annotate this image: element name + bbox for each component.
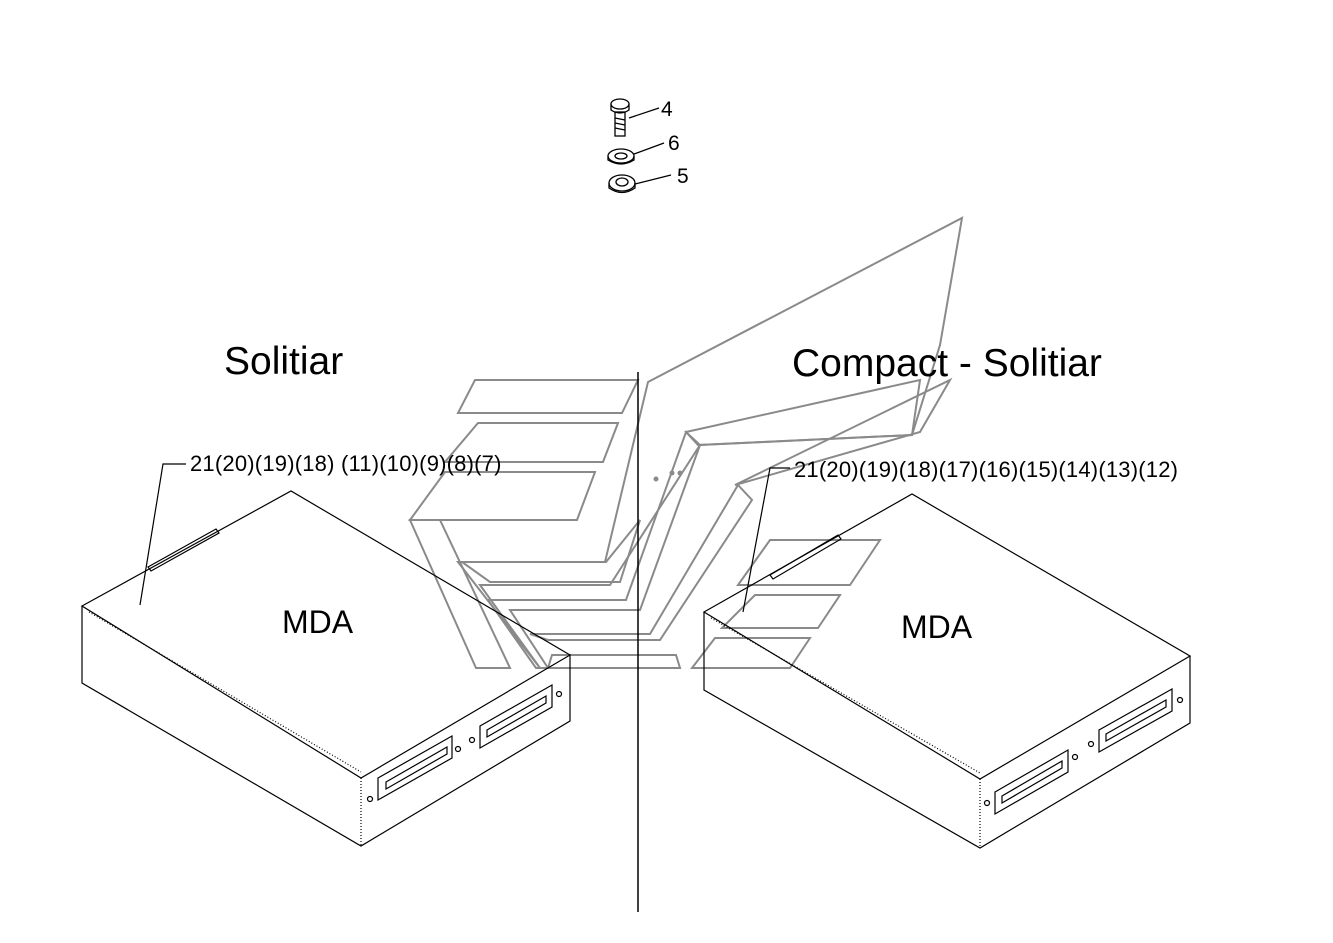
nut-part-number: 5 — [677, 165, 689, 188]
bolt-part-number: 4 — [661, 98, 673, 121]
bolt-icon — [610, 98, 660, 137]
left-mda-box — [80, 463, 572, 847]
right-unit-label: MDA — [901, 609, 973, 645]
right-connector-a — [983, 748, 1079, 816]
right-part-callout: 21(20)(19)(18)(17)(16)(15)(14)(13)(12) — [794, 457, 1179, 482]
left-connector-a — [366, 734, 462, 803]
left-part-callout: 21(20)(19)(18) (11)(10)(9)(8)(7) — [190, 451, 502, 476]
left-connector-b — [468, 683, 563, 750]
right-mda-box — [702, 467, 1192, 849]
right-title: Compact - Solitiar — [792, 342, 1102, 385]
nut-icon — [608, 174, 672, 194]
left-title: Solitiar — [224, 340, 344, 383]
left-unit-label: MDA — [282, 604, 354, 640]
right-connector-b — [1087, 687, 1184, 754]
watermark-logo — [408, 216, 964, 669]
washer-icon — [607, 142, 665, 165]
washer-part-number: 6 — [668, 132, 680, 155]
